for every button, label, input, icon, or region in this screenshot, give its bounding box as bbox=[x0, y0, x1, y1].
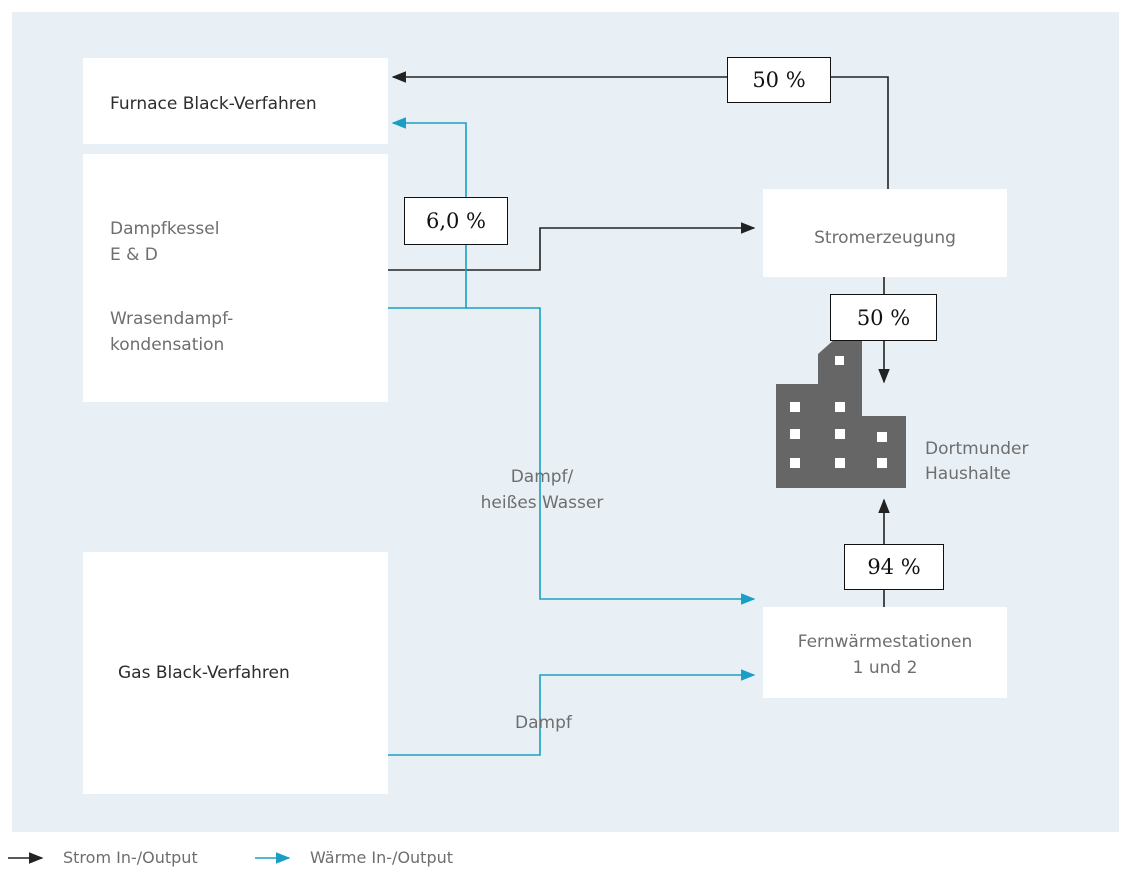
percentage-fernwaerme-to-haushalte: 94 % bbox=[844, 544, 944, 590]
strom-line-to-stromerzeugung bbox=[388, 222, 756, 271]
legend-strom-label: Strom In-/Output bbox=[63, 848, 198, 867]
furnace-box bbox=[83, 58, 388, 144]
haushalte-label-line1: Dortmunder bbox=[925, 439, 1029, 459]
fernwaerme-label-line1: Fernwärmestationen bbox=[797, 632, 973, 652]
haushalte-label-line2: Haushalte bbox=[925, 464, 1011, 484]
dampf-wasser-label-line2: heißes Wasser bbox=[480, 493, 604, 513]
wrasen-label-line1: Wrasendampf- bbox=[110, 309, 234, 329]
dampfkessel-box bbox=[83, 154, 388, 402]
dampfkessel-label-line1: Dampfkessel bbox=[110, 219, 220, 239]
building-icon bbox=[776, 338, 906, 488]
wrasen-label-line2: kondensation bbox=[110, 335, 225, 355]
dampf-wasser-label-line1: Dampf/ bbox=[510, 467, 574, 487]
percentage-strom-to-haushalte: 50 % bbox=[830, 294, 937, 341]
stromerzeugung-box bbox=[763, 189, 1007, 277]
gas-black-label: Gas Black-Verfahren bbox=[118, 663, 290, 683]
gas-black-box bbox=[83, 552, 388, 794]
percentage-strom-to-furnace: 50 % bbox=[727, 57, 831, 103]
strom-line-to-furnace bbox=[391, 71, 889, 189]
furnace-label: Furnace Black-Verfahren bbox=[110, 94, 317, 114]
stromerzeugung-label: Stromerzeugung bbox=[814, 228, 956, 248]
waerme-line-dampf-wasser bbox=[466, 307, 756, 605]
waerme-line-dampf bbox=[388, 669, 756, 756]
dampf-label: Dampf bbox=[515, 713, 572, 733]
fernwaerme-label-line2: 1 und 2 bbox=[852, 658, 918, 678]
fernwaerme-box bbox=[763, 607, 1007, 698]
legend-waerme-label: Wärme In-/Output bbox=[310, 848, 454, 867]
percentage-heat-to-furnace: 6,0 % bbox=[404, 197, 508, 245]
dampfkessel-label-line2: E & D bbox=[110, 245, 158, 265]
